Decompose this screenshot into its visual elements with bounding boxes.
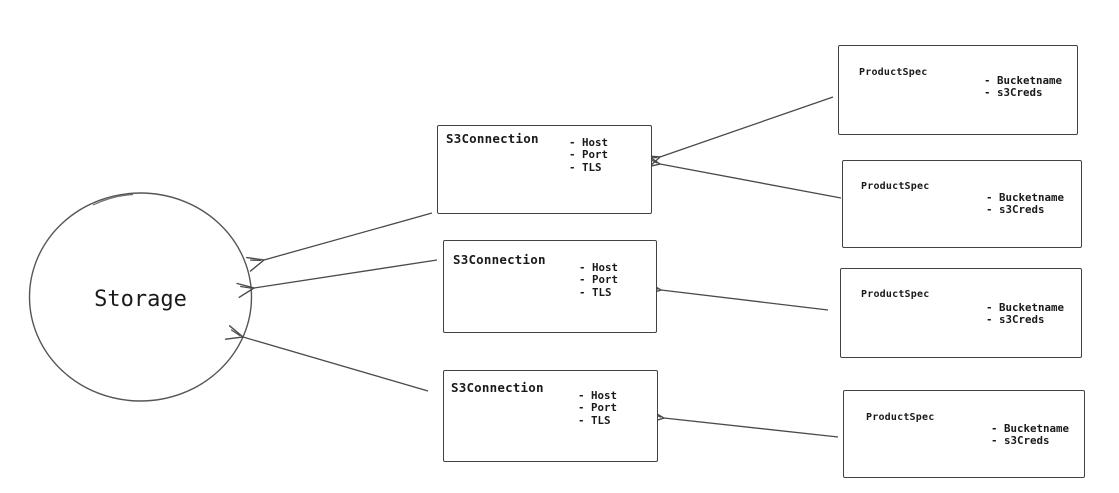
- arrow-s3connection1-to-storage: [246, 212, 433, 272]
- node-attributes: - Bucketname - s3Creds: [986, 192, 1064, 215]
- arrow-productspec2-to-s3connection1: [642, 153, 842, 199]
- s3connection-node-2: S3Connection - Host - Port - TLS: [443, 240, 657, 333]
- node-title: ProductSpec: [866, 412, 935, 423]
- productspec-node-4: ProductSpec - Bucketname - s3Creds: [843, 390, 1085, 478]
- storage-label: Storage: [94, 287, 187, 312]
- productspec-node-2: ProductSpec - Bucketname - s3Creds: [842, 160, 1082, 248]
- node-attributes: - Bucketname - s3Creds: [986, 302, 1064, 325]
- node-attribute: - TLS: [569, 160, 602, 174]
- node-attributes: - Host - Port - TLS: [578, 389, 618, 427]
- productspec-node-1: ProductSpec - Bucketname - s3Creds: [838, 45, 1078, 135]
- node-title: S3Connection: [446, 131, 539, 146]
- node-attributes: - Host - Port - TLS: [569, 136, 609, 174]
- node-title: ProductSpec: [859, 67, 928, 78]
- node-attribute: - s3Creds: [991, 433, 1050, 447]
- node-attribute: - Host: [578, 389, 618, 402]
- node-attribute: - s3Creds: [984, 85, 1043, 99]
- node-attribute: - s3Creds: [986, 312, 1045, 326]
- node-attribute: - TLS: [578, 413, 611, 427]
- node-attribute: - Host: [569, 136, 609, 149]
- node-attribute: - Port: [569, 148, 609, 162]
- node-attributes: - Host - Port - TLS: [579, 261, 619, 299]
- storage-circle-sketch-overlap: [92, 193, 134, 206]
- node-attributes: - Bucketname - s3Creds: [984, 75, 1062, 98]
- arrow-productspec3-to-s3connection2: [643, 280, 829, 311]
- node-attribute: - Bucketname: [986, 191, 1065, 204]
- node-attribute: - Port: [579, 273, 619, 287]
- node-attribute: - Bucketname: [991, 422, 1070, 435]
- s3connection-node-3: S3Connection - Host - Port - TLS: [443, 370, 658, 462]
- node-attribute: - Bucketname: [984, 74, 1063, 87]
- node-title: S3Connection: [451, 380, 544, 395]
- arrow-s3connection3-to-storage: [224, 325, 429, 392]
- arrow-s3connection2-to-storage: [236, 259, 438, 299]
- arrow-productspec1-to-s3connection1: [641, 96, 834, 170]
- node-attribute: - Port: [578, 401, 618, 415]
- node-attribute: - Bucketname: [986, 301, 1065, 314]
- productspec-node-3: ProductSpec - Bucketname - s3Creds: [840, 268, 1082, 358]
- node-attribute: - TLS: [579, 285, 612, 299]
- s3connection-node-1: S3Connection - Host - Port - TLS: [437, 125, 652, 214]
- node-attributes: - Bucketname - s3Creds: [991, 423, 1069, 446]
- node-title: ProductSpec: [861, 289, 930, 300]
- node-title: S3Connection: [453, 252, 546, 267]
- node-attribute: - s3Creds: [986, 202, 1045, 216]
- arrow-productspec4-to-s3connection3: [646, 408, 839, 438]
- node-attribute: - Host: [579, 261, 619, 274]
- node-title: ProductSpec: [861, 181, 930, 192]
